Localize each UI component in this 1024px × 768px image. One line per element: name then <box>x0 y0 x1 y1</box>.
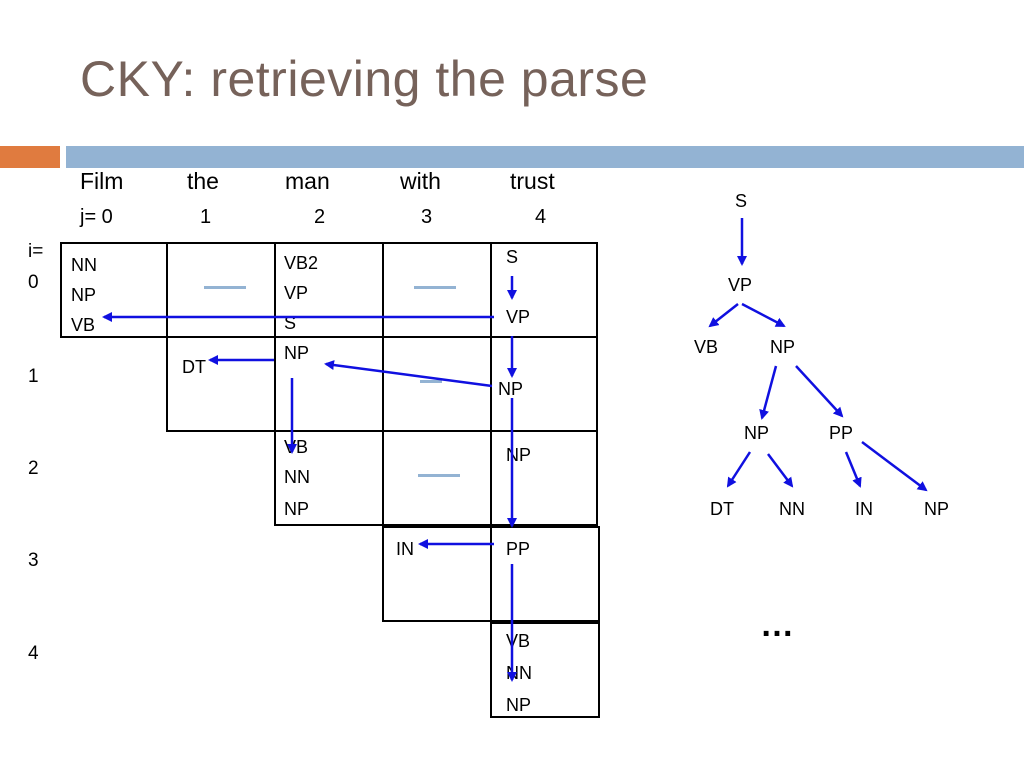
tree-node-np: NP <box>770 337 796 357</box>
edge-np-nn <box>767 453 794 488</box>
i-index-3: 3 <box>28 550 39 571</box>
empty-cell-dash <box>420 380 442 383</box>
i-index-1: 1 <box>28 366 39 387</box>
empty-cell-dash <box>414 286 456 289</box>
j-label: j= 0 <box>80 206 113 228</box>
tree-node-in: IN <box>855 499 873 519</box>
cell-label: NN <box>71 255 97 275</box>
i-index-2: 2 <box>28 458 39 479</box>
tree-node-np-object: NP <box>744 423 770 443</box>
cell-label: S <box>284 313 297 333</box>
cell-label: NP <box>71 285 97 305</box>
tree-node-nn: NN <box>779 499 805 519</box>
edge-np-np <box>759 365 778 420</box>
cell-label: PP <box>506 539 531 559</box>
cell-label: IN <box>396 539 414 559</box>
chart-cell-3-4: PP <box>490 526 600 622</box>
edge-vp-np <box>741 302 786 328</box>
j-index-4: 4 <box>535 206 547 228</box>
edge-pp-np <box>861 441 928 492</box>
tree-node-vb: VB <box>694 337 719 357</box>
tree-node-dt: DT <box>710 499 734 519</box>
i-index-4: 4 <box>28 643 39 664</box>
word-with: with <box>400 168 441 194</box>
empty-cell-dash <box>204 286 246 289</box>
cell-label: NN <box>284 467 310 487</box>
accent-bar-orange <box>0 146 60 168</box>
edge-vp-vb <box>708 303 739 328</box>
edge-pp-in <box>844 451 862 488</box>
word-film: Film <box>80 168 124 194</box>
cell-label: VB <box>71 315 96 335</box>
j-index-1: 1 <box>200 206 212 228</box>
j-index-3: 3 <box>421 206 433 228</box>
cell-label: DT <box>182 357 206 377</box>
cell-label: NP <box>284 499 310 519</box>
chart-cell-0-3 <box>382 242 492 338</box>
cell-label: NP <box>498 379 524 399</box>
ellipsis: … <box>760 606 794 644</box>
cell-label: S <box>506 247 519 267</box>
tree-node-pp: PP <box>829 423 854 443</box>
cell-label: NP <box>284 343 310 363</box>
chart-cell-1-1: DT <box>166 336 276 432</box>
chart-cell-1-4: NP <box>490 336 598 432</box>
word-man: man <box>285 168 330 194</box>
chart-cell-2-3 <box>382 430 492 526</box>
word-trust: trust <box>510 168 555 194</box>
cell-label: VP <box>284 283 309 303</box>
tree-node-s: S <box>735 191 748 211</box>
word-the: the <box>187 168 219 194</box>
i-index-0: 0 <box>28 272 39 293</box>
chart-cell-3-3: IN <box>382 526 492 622</box>
tree-node-np-pp-object: NP <box>924 499 950 519</box>
slide-title: CKY: retrieving the parse <box>80 51 649 107</box>
cell-label: VP <box>506 307 531 327</box>
cell-label: VB2 <box>284 253 319 273</box>
empty-cell-dash <box>418 474 460 477</box>
chart-cell-2-2: VB NN NP <box>274 430 384 526</box>
arrow-np-to-np <box>324 360 493 388</box>
tree-node-vp: VP <box>728 275 753 295</box>
cell-label: NP <box>506 695 532 715</box>
accent-bar-blue <box>66 146 1024 168</box>
edge-np-dt <box>726 451 752 488</box>
edge-np-pp <box>795 365 844 418</box>
chart-cell-2-4: NP <box>490 430 598 526</box>
i-label: i= <box>28 241 44 262</box>
j-index-2: 2 <box>314 206 326 228</box>
chart-cell-0-0: NN NP VB <box>60 242 168 338</box>
